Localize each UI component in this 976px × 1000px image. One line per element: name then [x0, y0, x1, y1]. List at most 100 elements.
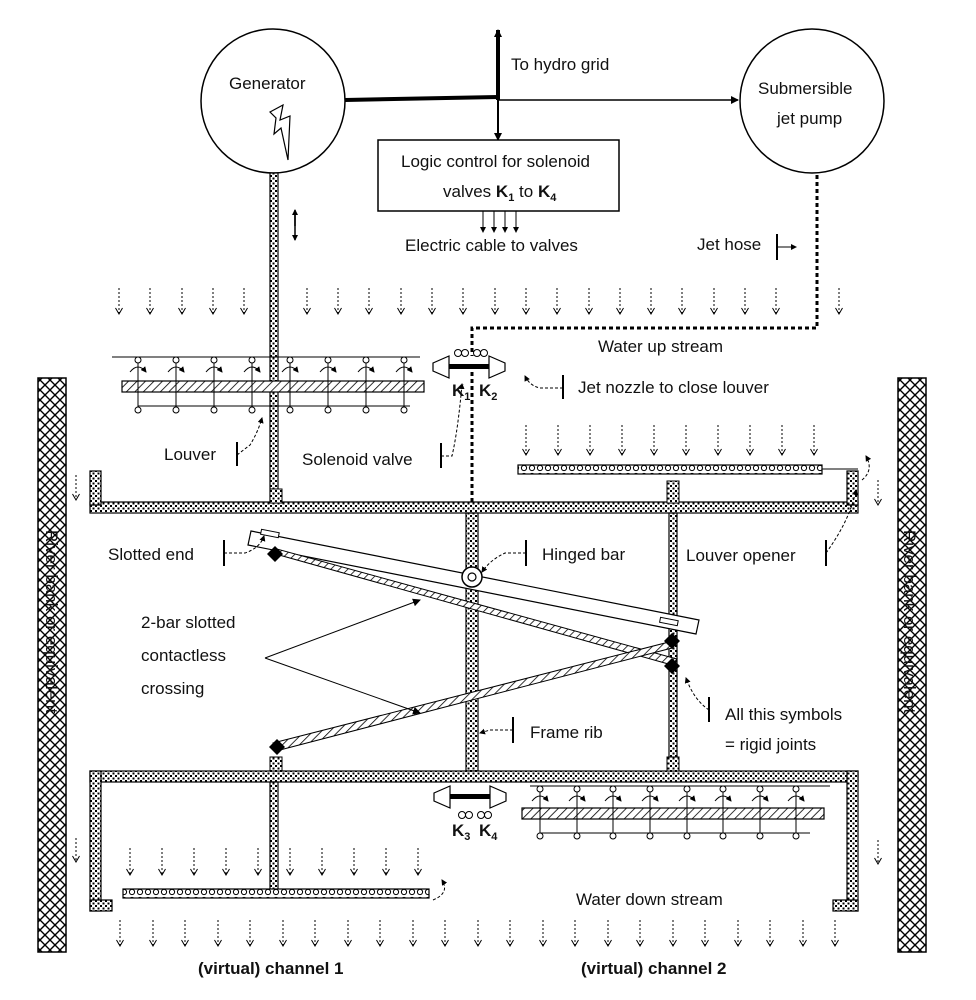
louver-label: Louver: [164, 445, 216, 464]
rigid-joints: [267, 546, 680, 755]
jet-nozzle-pointer: [524, 375, 564, 399]
louver-rotation-arrow: [357, 366, 375, 373]
flow-arrow-head: [586, 448, 594, 456]
louver-pivot: [134, 356, 142, 364]
louver-pivot: [210, 356, 218, 364]
frame-rib-label: Frame rib: [530, 723, 603, 742]
flow-arrow-head: [365, 307, 373, 315]
frame-rib: [465, 512, 479, 772]
flow-arrow-head: [491, 307, 499, 315]
louver-pivot: [286, 356, 294, 364]
slotted-end-pointer: [223, 535, 266, 566]
hinged-bar-pointer: [481, 540, 527, 573]
flow-arrow-head: [286, 868, 294, 876]
flow-arrow-head: [799, 939, 807, 947]
flow-arrow-head: [772, 307, 780, 315]
louver-pivot: [756, 832, 764, 840]
flow-arrow-head: [222, 868, 230, 876]
pump-label-line1: Submersible: [758, 79, 853, 98]
louver-rotation-arrow: [395, 366, 413, 373]
lower-frame: [89, 756, 859, 912]
bottom-arrows: [116, 920, 839, 947]
flow-arrow-head: [254, 868, 262, 876]
flow-arrow-head: [149, 939, 157, 947]
jet-hose: [470, 175, 819, 510]
louver-pivot: [646, 832, 654, 840]
flow-arrow-head: [835, 307, 843, 315]
louver-pivot: [324, 356, 332, 364]
flow-arrow-head: [214, 939, 222, 947]
louver-pivot: [134, 406, 142, 414]
flow-arrow-head: [209, 307, 217, 315]
flow-arrow-head: [126, 868, 134, 876]
frame-rib-pointer: [479, 717, 514, 743]
louver-pivot: [172, 406, 180, 414]
flow-arrow-head: [318, 868, 326, 876]
slotted-end-label: Slotted end: [108, 545, 194, 564]
flow-arrow-head: [72, 493, 80, 501]
generator-label: Generator: [229, 74, 306, 93]
louver-rotation-arrow: [167, 366, 185, 373]
louver-rotation-arrow: [531, 795, 549, 802]
logic-label-line2: valves K1 to K4: [443, 182, 557, 204]
louver-rotation-arrow: [205, 366, 223, 373]
k4-label: K4: [479, 821, 498, 843]
crossing-pointers: [264, 598, 421, 715]
channel1-lower-arrows: [126, 848, 422, 876]
jet-hose-label: Jet hose: [697, 235, 761, 254]
flow-arrow-head: [506, 939, 514, 947]
water-up-arrows: [115, 288, 843, 315]
flow-arrow-head: [72, 855, 80, 863]
flow-arrow-head: [669, 939, 677, 947]
flow-arrow-head: [311, 939, 319, 947]
solenoid-pointer: [440, 383, 465, 468]
logic-control-box: Logic control for solenoid valves K1 to …: [377, 139, 620, 212]
flow-arrow-head: [459, 307, 467, 315]
channel1-label: (virtual) channel 1: [198, 959, 343, 978]
louver-rotation-arrow: [243, 366, 261, 373]
k3-label: K3: [452, 821, 470, 843]
lightning-icon: [269, 103, 291, 161]
flow-arrow-head: [409, 939, 417, 947]
flow-arrow-head: [178, 307, 186, 315]
flow-arrow-head: [616, 307, 624, 315]
louver-pivot: [362, 356, 370, 364]
flow-arrow-head: [746, 448, 754, 456]
hinged-bar: [247, 528, 700, 635]
symbols-pointer: [684, 677, 710, 722]
flow-arrow-head: [474, 939, 482, 947]
flow-arrow-head: [279, 939, 287, 947]
river-bank-left: River bank or equivalent: [37, 377, 67, 953]
louver-pivot: [536, 785, 544, 793]
flow-arrow-head: [778, 448, 786, 456]
louver-rotation-arrow: [678, 795, 696, 802]
cable-arrows: [480, 211, 519, 233]
flow-arrow-head: [350, 868, 358, 876]
louver-pivot: [756, 785, 764, 793]
louver-pivot: [210, 406, 218, 414]
flow-arrow-head: [636, 939, 644, 947]
channel2-label: (virtual) channel 2: [581, 959, 726, 978]
flow-arrow-head: [710, 307, 718, 315]
generator-shaft: [269, 172, 279, 504]
louver-pivot: [646, 785, 654, 793]
flow-arrow-head: [618, 448, 626, 456]
k2-label: K2: [479, 381, 497, 403]
louver-pivot: [248, 356, 256, 364]
louver-rotation-arrow: [604, 795, 622, 802]
channel1-lower-shaft: [269, 781, 279, 891]
louver-pivot: [324, 406, 332, 414]
louver-pivot: [792, 785, 800, 793]
flow-arrow-head: [650, 448, 658, 456]
louver-rotation-arrow: [568, 795, 586, 802]
louver-opener-label: Louver opener: [686, 546, 796, 565]
flow-arrow-head: [647, 307, 655, 315]
flow-arrow-head: [874, 498, 882, 506]
flow-arrow-head: [539, 939, 547, 947]
flow-arrow-head: [766, 939, 774, 947]
flow-arrow-head: [571, 939, 579, 947]
flow-arrow-head: [553, 307, 561, 315]
flow-arrow-head: [831, 939, 839, 947]
louver-rotation-arrow: [787, 795, 805, 802]
